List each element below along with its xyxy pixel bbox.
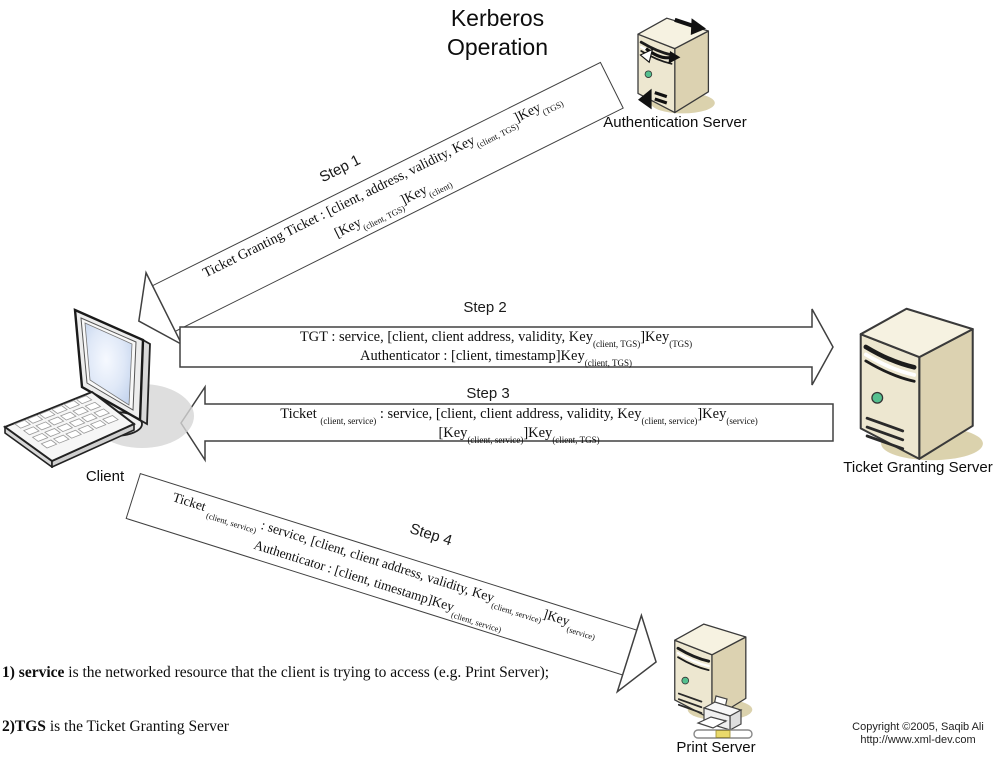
authentication-server-icon [636,16,717,115]
step2-arrow [179,308,834,386]
copyright-line: Copyright ©2005, Saqib Ali [852,721,984,733]
step4-arrowhead-icon [615,612,657,694]
footnote-1-text: is the networked resource that the clien… [64,664,550,681]
footnote-1: 1) service is the networked resource tha… [2,664,682,682]
print-server-label: Print Server [676,739,756,756]
step2-message-line2: Authenticator : [client, timestamp]Key(c… [360,348,632,368]
step2-message-line1: TGT : service, [client, client address, … [299,329,693,349]
title-line-1: Kerberos [450,5,545,31]
step4-message: Ticket (client, service) : service, [cli… [128,475,637,671]
footnote-1-term: 1) service [2,664,65,681]
footnote-2: 2)TGS is the Ticket Granting Server [2,718,682,736]
step3-arrow [180,384,834,463]
step2-message: TGT : service, [client, client address, … [180,328,812,368]
print-server-icon [673,622,754,739]
step4-message-line1: Ticket (client, service) : service, [cli… [170,489,597,642]
step1-message-line2: [Key(client, TGS)]Key(client) [332,179,454,242]
step3-message-line2: [Key(client, service)]Key(client, TGS) [438,425,600,445]
step1-arrow: Step 1 Ticket Granting Ticket : [client,… [138,61,624,347]
copyright-credit: Copyright ©2005, Saqib Ali http://www.xm… [838,721,998,747]
step1-message-line1: Ticket Granting Ticket : [client, addres… [200,98,565,282]
step3-label: Step 3 [466,385,510,402]
step2-label: Step 2 [463,299,507,316]
ticket-granting-server-label: Ticket Granting Server [843,459,993,476]
step4-arrow: Step 4 Ticket (client, service) : servic… [125,473,657,694]
footnote-2-term: 2)TGS [2,718,46,735]
ticket-granting-server-icon [848,296,988,464]
authentication-server-label: Authentication Server [603,114,747,131]
step1-message: Ticket Granting Ticket : [client, addres… [153,64,621,328]
credit-url: http://www.xml-dev.com [860,734,976,746]
step3-message-line1: Ticket (client, service) : service, [cli… [280,406,758,426]
client-keyboard-icon [2,390,136,468]
step1-arrowhead-icon [138,270,184,347]
footnote-2-text: is the Ticket Granting Server [45,718,229,735]
client-label: Client [85,468,125,485]
title-line-2: Operation [446,34,548,60]
step3-message: Ticket (client, service) : service, [cli… [205,405,833,445]
diagram-title: Kerberos Operation [380,4,615,62]
